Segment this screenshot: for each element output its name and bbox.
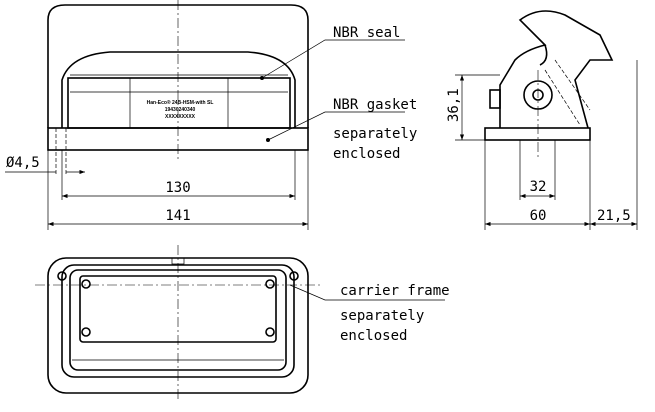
enclosed-label: enclosed [333,146,400,162]
enclosed-label-2: enclosed [340,328,407,344]
dim-32: 32 [530,179,547,195]
dim-141: 141 [165,208,190,224]
hole-diameter-dim: Ø4,5 [6,155,40,171]
nbr-seal-label: NBR seal [333,25,400,41]
leader-dot [260,76,264,80]
dim-60: 60 [530,208,547,224]
leader-dot [266,138,270,142]
nbr-gasket-label: NBR gasket [333,97,417,113]
dim-21-5: 21,5 [597,208,631,224]
carrier-frame-label: carrier frame [340,283,450,299]
separately-label: separately [333,126,417,142]
product-marking-line3: XXXXXXXXX [165,114,196,120]
product-marking-line1: Han-Eco® 24B-HSM-with SL [147,99,214,106]
bottom-view: carrier frame separately enclosed [35,245,450,400]
dim-130: 130 [165,180,190,196]
side-view: 36,1 32 60 21,5 [446,10,638,230]
dim-36-1: 36,1 [446,88,462,122]
front-view: Han-Eco® 24B-HSM-with SL 19430240340 XXX… [5,0,417,230]
separately-label-2: separately [340,308,424,324]
product-marking-line2: 19430240340 [165,107,196,113]
